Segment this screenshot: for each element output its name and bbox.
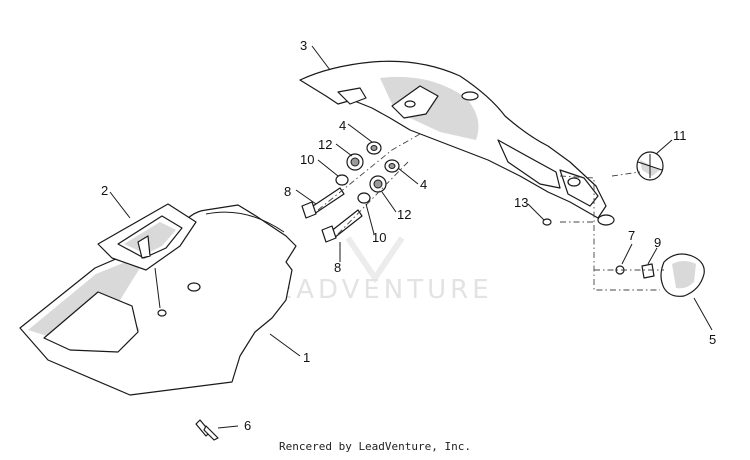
part-13-nut [542,218,552,226]
part-6-screw [195,419,219,441]
watermark-text: LEADVENTURE [257,275,492,305]
callout-12-lower: 12 [397,207,411,222]
callout-4-upper: 4 [339,118,346,133]
callout-6: 6 [244,418,251,433]
bolt-8-upper [301,187,345,219]
part-9-bolt [641,263,655,279]
spacer-10-lower [357,192,371,204]
bolt-8-lower [321,209,363,243]
part-5-rear-reflector [660,253,705,297]
assembly-centerlines [559,171,664,291]
callout-4-lower: 4 [420,177,427,192]
callout-12-upper: 12 [318,137,332,152]
callout-2: 2 [101,183,108,198]
watermark-logo: LEADVENTURE [257,236,492,305]
part-3-rear-mudguard [299,60,615,226]
callout-5: 5 [709,332,716,347]
callout-11: 11 [673,128,687,143]
callout-10-upper: 10 [300,152,314,167]
part-1-splash-guard [19,204,297,396]
credit-line: Rencered by LeadVenture, Inc. [278,440,472,453]
callout-8-upper: 8 [284,184,291,199]
callout-10-lower: 10 [372,230,386,245]
callout-labels: 3 2 4 12 10 8 4 12 10 8 11 13 7 9 5 1 6 [101,38,716,433]
callout-3: 3 [300,38,307,53]
callout-13: 13 [514,195,528,210]
part-11-reflector [636,151,664,181]
leader-lines [109,45,713,429]
part-2-bracket-panel [97,203,197,309]
callout-8-lower: 8 [334,260,341,275]
callout-7: 7 [628,228,635,243]
callout-1: 1 [303,350,310,365]
spacer-10-upper [335,174,349,186]
fastener-group [301,133,421,243]
callout-9: 9 [654,235,661,250]
